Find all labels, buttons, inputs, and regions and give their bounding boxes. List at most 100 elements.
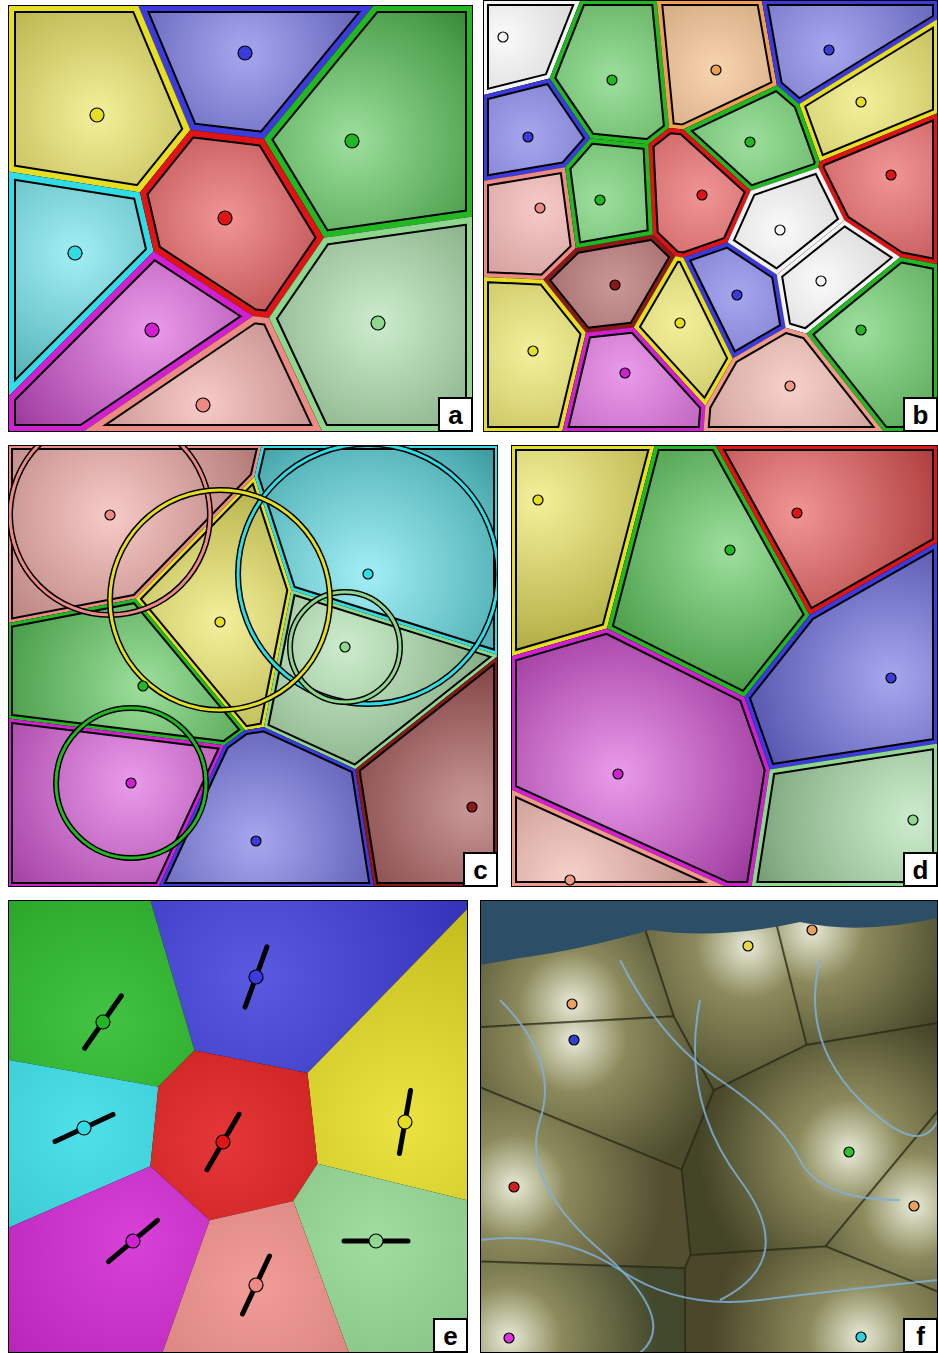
- panel-frame: [512, 446, 938, 887]
- cell-border: [83, 316, 323, 432]
- panel-c: [8, 445, 498, 887]
- site-dot: [844, 1147, 854, 1157]
- site-dot: [732, 290, 742, 300]
- site-dot: [216, 1135, 230, 1149]
- panel-frame: [9, 6, 473, 432]
- panel-letter: a: [438, 397, 473, 432]
- site-dot: [565, 875, 575, 885]
- panel-ground: [480, 900, 938, 1353]
- power-circle: [110, 490, 330, 710]
- site-dot: [398, 1115, 412, 1129]
- voronoi-cell: [703, 328, 884, 432]
- site-dot: [528, 346, 538, 356]
- site-dot: [535, 203, 545, 213]
- panel-ground: [8, 900, 468, 1353]
- site-dot: [856, 97, 866, 107]
- voronoi-cell: [480, 1261, 685, 1353]
- site-dot: [610, 280, 620, 290]
- cell-border: [703, 328, 884, 432]
- cell-shadow: [565, 138, 653, 248]
- site-dot: [196, 398, 210, 412]
- river: [480, 1238, 938, 1302]
- site-dot: [785, 381, 795, 391]
- site-dot: [96, 1015, 110, 1029]
- panel-ground: [483, 0, 938, 432]
- voronoi-cell: [562, 327, 705, 432]
- voronoi-cell: [480, 1087, 690, 1268]
- region-border: [685, 1246, 938, 1353]
- site-dot: [105, 510, 115, 520]
- panel-frame: [9, 446, 498, 887]
- site-dot: [533, 495, 543, 505]
- orientation-bar: [85, 996, 122, 1048]
- panel-ground: [8, 445, 498, 887]
- site-dot: [856, 325, 866, 335]
- panel-ground: [511, 445, 938, 887]
- site-dot: [908, 815, 918, 825]
- voronoi-cell: [685, 1246, 938, 1353]
- voronoi-cell: [511, 789, 727, 887]
- cell-shadow: [159, 727, 374, 887]
- site-dot: [620, 368, 630, 378]
- site-dot: [467, 802, 477, 812]
- power-circle-shadow: [238, 445, 498, 704]
- site-dot: [569, 1035, 579, 1045]
- cell-shadow: [728, 168, 845, 275]
- site-dot: [711, 65, 721, 75]
- cell-shadow: [744, 542, 938, 770]
- panel-d: [511, 445, 938, 887]
- site-dot: [697, 190, 707, 200]
- site-dot: [509, 1182, 519, 1192]
- power-circle: [290, 592, 400, 702]
- site-dot: [345, 134, 359, 148]
- panel-frame: [481, 901, 938, 1353]
- cell-shadow: [511, 629, 770, 887]
- site-dot: [504, 1333, 514, 1343]
- voronoi-cell: [751, 743, 938, 887]
- site-dot: [909, 1201, 919, 1211]
- power-circle-shadow: [56, 708, 206, 858]
- site-dot: [251, 836, 261, 846]
- voronoi-cell: [744, 542, 938, 770]
- cell-border: [728, 168, 845, 275]
- river: [695, 1000, 766, 1300]
- site-dot: [249, 1278, 263, 1292]
- site-dot: [77, 1121, 91, 1135]
- cell-shadow: [703, 328, 884, 432]
- site-dot: [856, 1332, 866, 1342]
- site-dot: [613, 769, 623, 779]
- site-dot: [126, 778, 136, 788]
- site-dot: [675, 318, 685, 328]
- power-circle-shadow: [290, 592, 400, 702]
- power-circle-shadow: [110, 490, 330, 710]
- orientation-bar: [245, 947, 267, 1007]
- region-border: [480, 1087, 690, 1268]
- orientation-bar: [108, 1220, 157, 1261]
- cell-border: [744, 542, 938, 770]
- panel-ground: [8, 5, 473, 432]
- panel-letter: d: [903, 852, 938, 887]
- site-dot: [369, 1234, 383, 1248]
- site-dot: [249, 970, 263, 984]
- site-dot: [371, 316, 385, 330]
- site-dot: [363, 569, 373, 579]
- cell-border: [511, 629, 770, 887]
- site-dot: [145, 323, 159, 337]
- power-circle: [238, 445, 498, 704]
- cell-border: [751, 743, 938, 887]
- cell-shadow: [83, 316, 323, 432]
- cell-shadow: [562, 327, 705, 432]
- sea: [480, 900, 938, 965]
- panel-letter: b: [903, 397, 938, 432]
- panel-a: [8, 5, 473, 432]
- site-dot: [775, 225, 785, 235]
- site-dot: [138, 681, 148, 691]
- site-dot: [807, 925, 817, 935]
- cell-border: [159, 727, 374, 887]
- cell-shadow: [751, 743, 938, 887]
- panel-b: [483, 0, 938, 432]
- voronoi-cell: [162, 1201, 349, 1353]
- voronoi-cell: [8, 900, 195, 1087]
